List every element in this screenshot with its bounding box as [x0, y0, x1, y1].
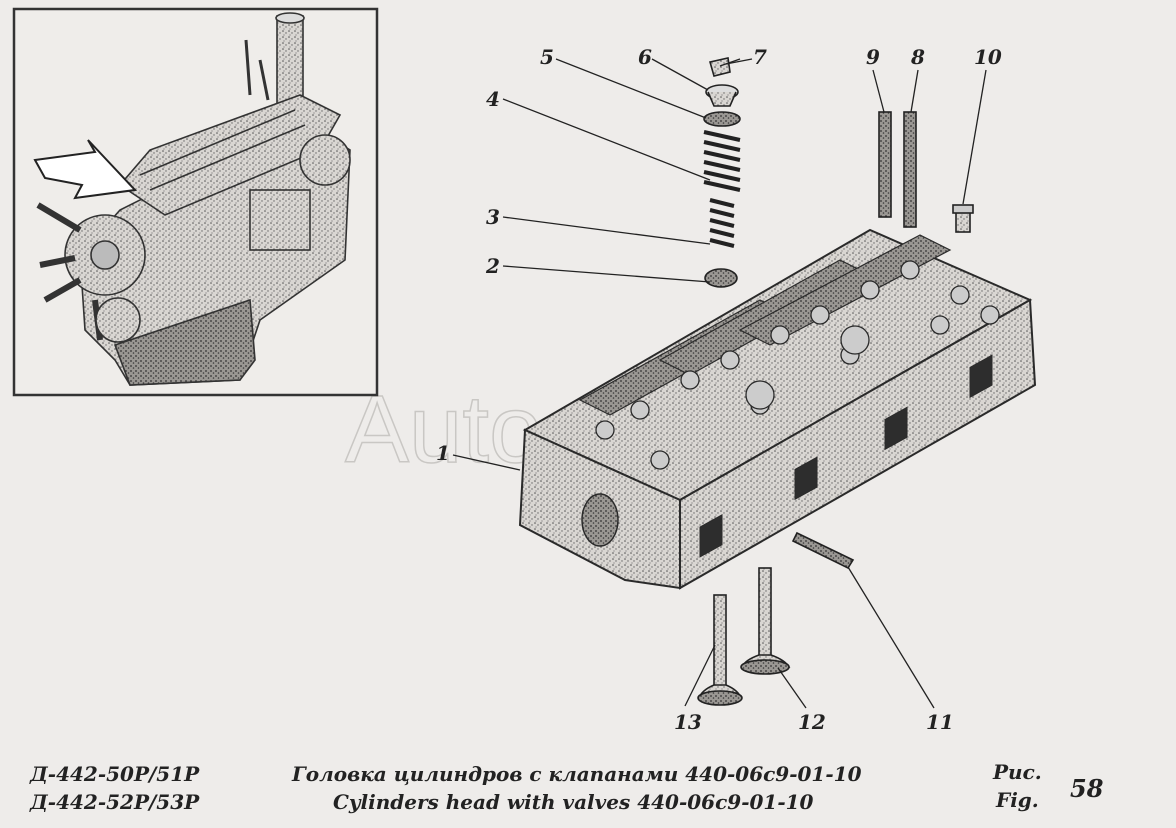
fitting-10: [952, 204, 974, 233]
stud-8: [903, 111, 917, 228]
engine-illustration: [36, 12, 351, 386]
callout-1: 1: [436, 441, 450, 465]
callout-6: 6: [638, 45, 652, 69]
valve-spring-assembly: [703, 57, 741, 288]
fig-label-en: Fig.: [996, 788, 1039, 812]
stud-9: [878, 111, 892, 218]
pin-11: [791, 531, 855, 570]
callout-2: 2: [485, 254, 500, 278]
fig-label-ru: Рис.: [993, 760, 1042, 784]
callout-13: 13: [674, 710, 702, 734]
model-line-1: Д-442-50Р/51Р: [30, 762, 200, 786]
callout-numbers: 1 2 3 4 5 6 7 9 8 10 11 12 13: [436, 45, 1002, 734]
callout-11: 11: [926, 710, 954, 734]
valve-13: [697, 594, 743, 706]
figure-number: 58: [1070, 774, 1104, 803]
callout-8: 8: [910, 45, 925, 69]
model-line-2: Д-442-52Р/53Р: [30, 790, 200, 814]
cylinder-head: [518, 228, 1037, 590]
callout-10: 10: [974, 45, 1002, 69]
callout-5: 5: [540, 45, 554, 69]
locator-arrow: [33, 139, 138, 200]
callout-12: 12: [798, 710, 826, 734]
callout-3: 3: [486, 205, 500, 229]
callout-9: 9: [866, 45, 880, 69]
engine-locator-inset: [12, 7, 379, 397]
leader-lines: [452, 58, 987, 709]
valve-12: [740, 567, 791, 675]
title-en: Cylinders head with valves 440-06с9-01-1…: [333, 790, 814, 814]
callout-7: 7: [753, 45, 767, 69]
callout-4: 4: [486, 87, 500, 111]
title-ru: Головка цилиндров с клапанами 440-06с9-0…: [292, 762, 862, 786]
